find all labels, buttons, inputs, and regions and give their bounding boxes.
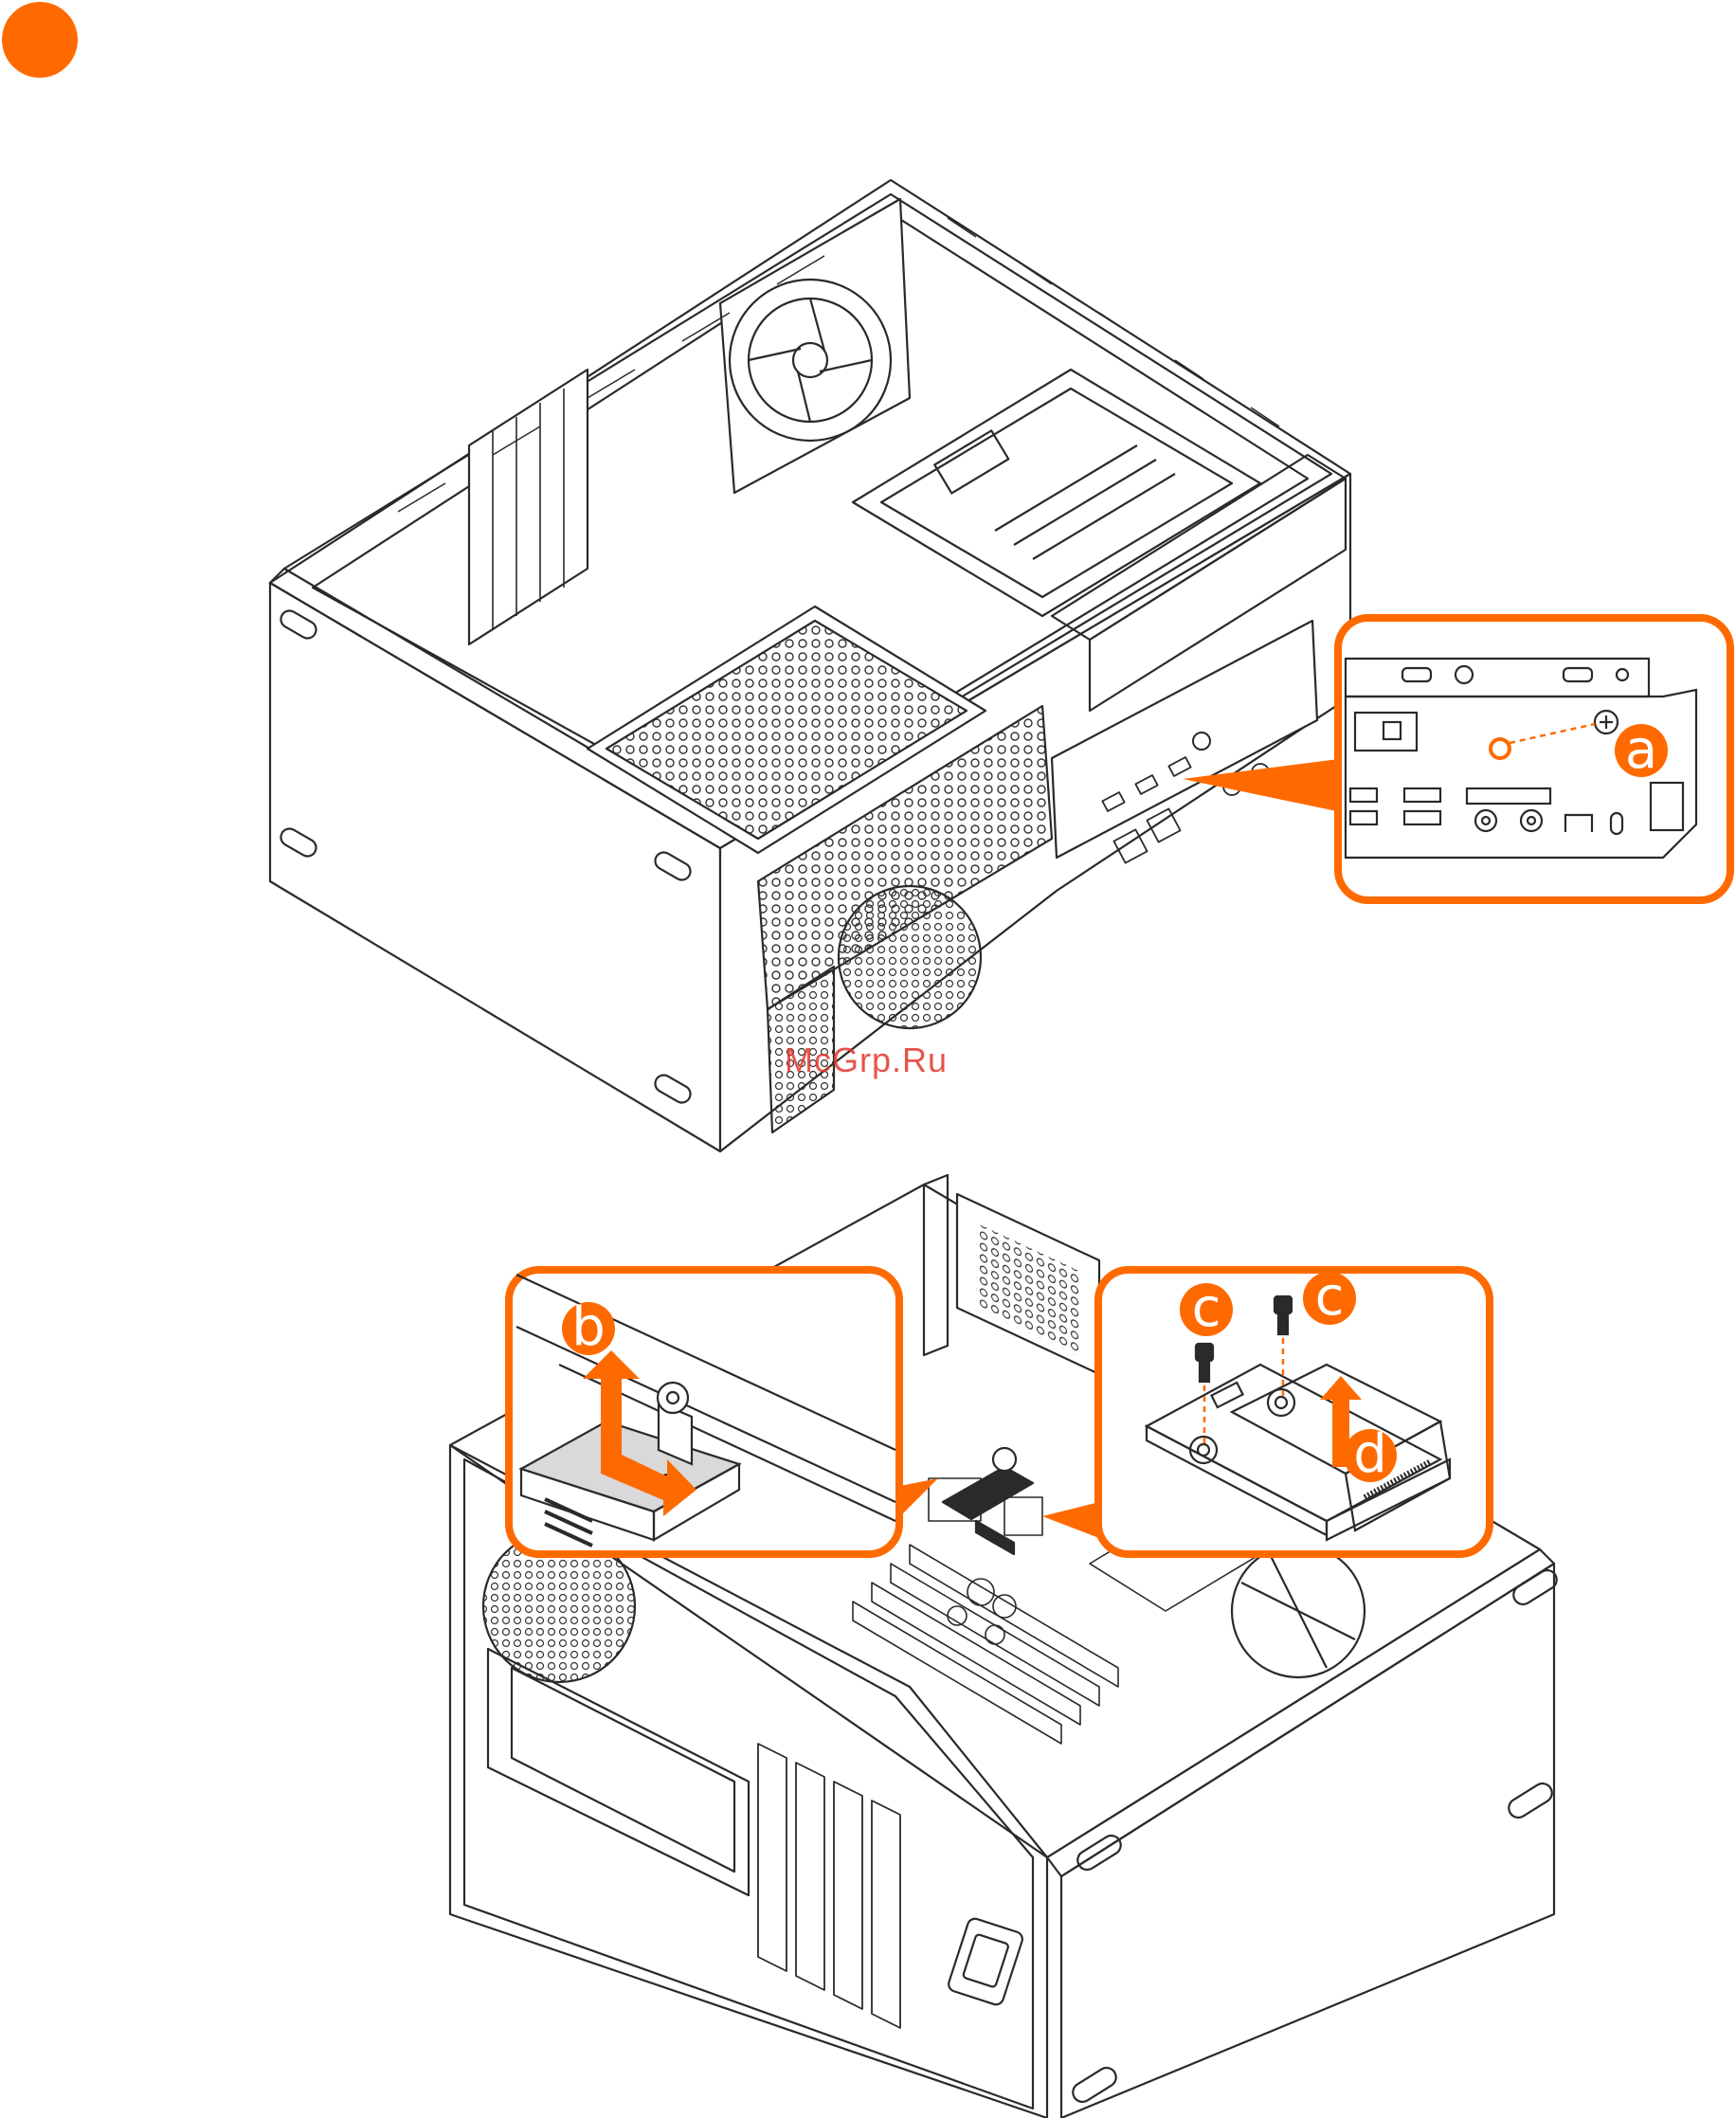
callout-box-cd: c c d [1098, 1266, 1490, 1554]
callout-label-b: b [571, 1296, 606, 1358]
callout-box-b: b [509, 1270, 899, 1554]
callout-label-c-right: c [1315, 1266, 1345, 1328]
callout-label-d: d [1353, 1423, 1387, 1485]
callout-box-a: a [1338, 618, 1730, 900]
step-marker-dot-icon [2, 2, 78, 78]
watermark-text: McGrp.Ru [785, 1041, 948, 1080]
callout-label-a: a [1625, 719, 1657, 781]
callout-label-c-left: c [1192, 1277, 1221, 1339]
top-chassis-illustration [270, 180, 1350, 1151]
